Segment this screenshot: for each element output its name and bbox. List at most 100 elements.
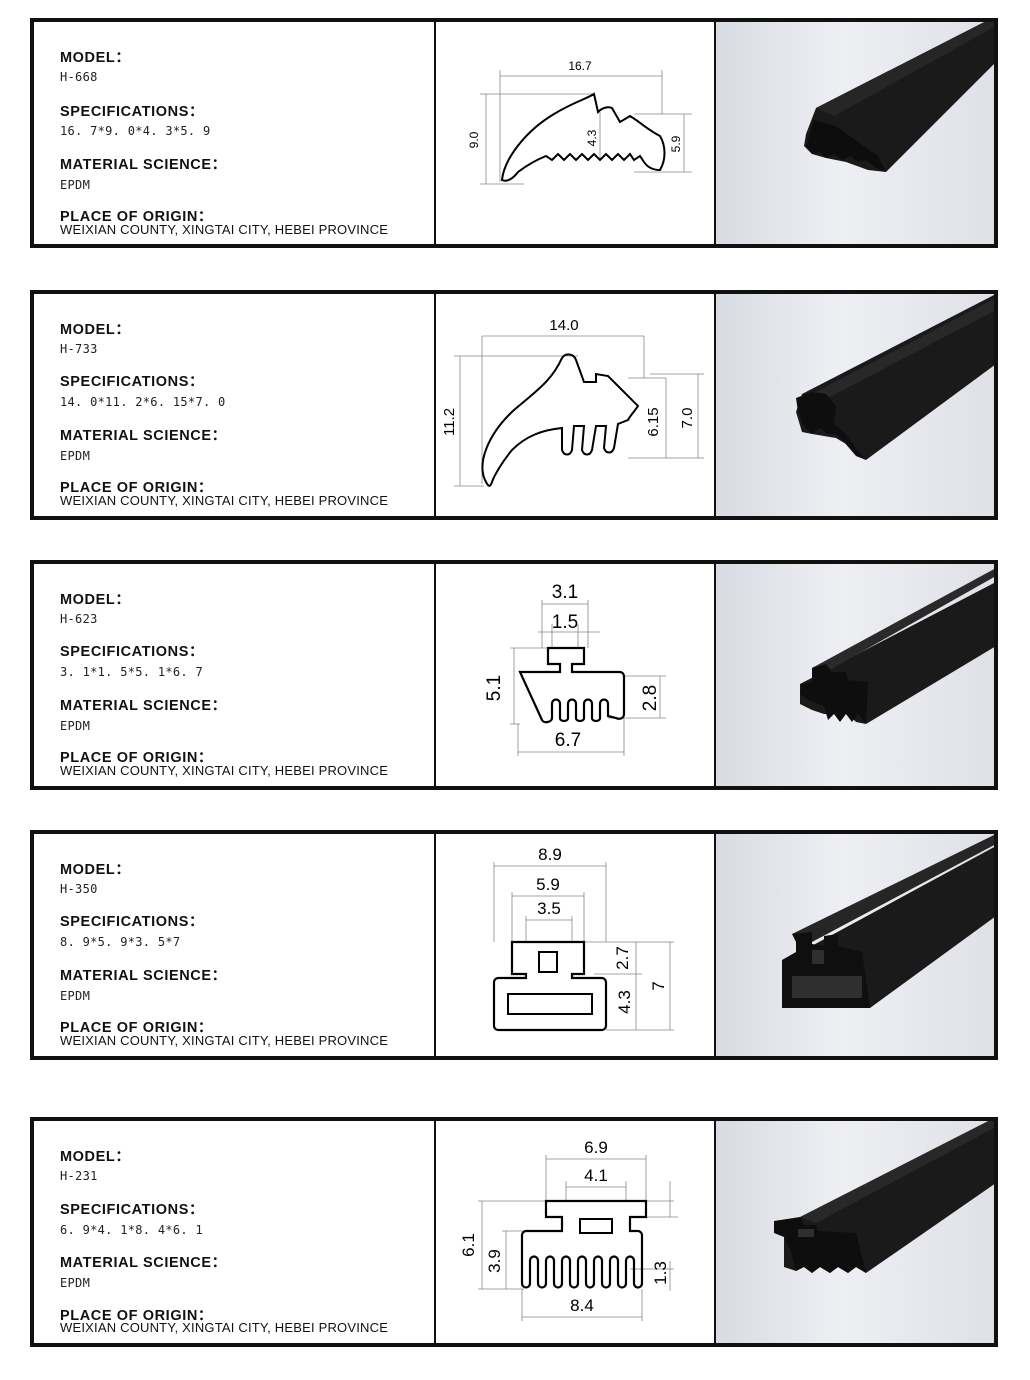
product-card: MODEL： H-350 SPECIFICATIONS： 8. 9*5. 9*3… [30,830,998,1060]
material-label: MATERIAL SCIENCE： [60,698,227,714]
profile-drawing-svg: 6.9 4.1 6.1 3.9 1.3 8.4 [459,1138,678,1321]
origin-label: PLACE OF ORIGIN： [60,209,213,225]
specifications-value: 6. 9*4. 1*8. 4*6. 1 [60,1223,203,1237]
origin-value: WEIXIAN COUNTY, XINGTAI CITY, HEBEI PROV… [60,763,389,778]
profile-drawing: 8.9 5.9 3.5 2.7 4.3 7 [434,834,716,1056]
product-photo-svg [782,834,994,1008]
origin-label: PLACE OF ORIGIN： [60,480,213,496]
profile-drawing: 3.1 1.5 5.1 2.8 6.7 [434,564,716,786]
dim-label: 4.3 [615,990,634,1014]
product-photo [716,294,994,516]
dim-label: 3.9 [485,1249,504,1273]
dim-label: 16.7 [568,59,592,73]
profile-outline [492,940,608,1032]
model-label: MODEL： [60,1149,131,1165]
product-photo [716,22,994,244]
product-card: MODEL： H-733 SPECIFICATIONS： 14. 0*11. 2… [30,290,998,520]
dim-label: 2.8 [640,685,661,711]
profile-drawing-svg: 8.9 5.9 3.5 2.7 4.3 7 [492,845,674,1032]
product-info: MODEL： H-733 SPECIFICATIONS： 14. 0*11. 2… [34,294,436,516]
profile-outline [481,353,640,487]
product-photo-svg [774,1121,994,1273]
profile-drawing: 16.7 9.0 4.3 5.9 [434,22,716,244]
model-label: MODEL： [60,862,131,878]
profile-drawing-svg: 3.1 1.5 5.1 2.8 6.7 [484,582,666,756]
model-value: H-668 [60,70,98,84]
dim-label: 4.3 [585,129,599,146]
dim-label: 6.9 [584,1138,608,1157]
dim-label: 8.4 [570,1296,594,1315]
specifications-value: 14. 0*11. 2*6. 15*7. 0 [60,395,226,409]
product-card: MODEL： H-623 SPECIFICATIONS： 3. 1*1. 5*5… [30,560,998,790]
specifications-label: SPECIFICATIONS： [60,1202,205,1218]
dim-label: 4.1 [584,1166,608,1185]
profile-drawing: 6.9 4.1 6.1 3.9 1.3 8.4 [434,1121,716,1343]
material-label: MATERIAL SCIENCE： [60,968,227,984]
dim-label: 1.5 [552,612,578,633]
dim-label: 1.3 [651,1261,670,1285]
material-value: EPDM [60,719,91,733]
dim-label: 9.0 [467,131,481,148]
product-info: MODEL： H-668 SPECIFICATIONS： 16. 7*9. 0*… [34,22,436,244]
dim-label: 7 [649,981,668,990]
product-card: MODEL： H-668 SPECIFICATIONS： 16. 7*9. 0*… [30,18,998,248]
specifications-label: SPECIFICATIONS： [60,374,205,390]
product-photo [716,564,994,786]
dim-label: 5.9 [536,875,560,894]
model-value: H-733 [60,342,98,356]
dim-label: 7.0 [679,408,696,429]
specifications-label: SPECIFICATIONS： [60,914,205,930]
profile-hole [579,1218,613,1234]
origin-value: WEIXIAN COUNTY, XINGTAI CITY, HEBEI PROV… [60,222,389,237]
origin-label: PLACE OF ORIGIN： [60,1308,213,1324]
product-photo [716,834,994,1056]
origin-value: WEIXIAN COUNTY, XINGTAI CITY, HEBEI PROV… [60,493,389,508]
profile-drawing: 14.0 11.2 6.15 7.0 [434,294,716,516]
origin-label: PLACE OF ORIGIN： [60,1020,213,1036]
material-value: EPDM [60,989,91,1003]
model-value: H-350 [60,882,98,896]
product-photo [716,1121,994,1343]
specifications-label: SPECIFICATIONS： [60,104,205,120]
profile-drawing-svg: 16.7 9.0 4.3 5.9 [467,59,692,185]
dim-label: 8.9 [538,845,562,864]
specifications-label: SPECIFICATIONS： [60,644,205,660]
dim-label: 6.15 [645,407,662,436]
profile-outline [520,1199,648,1289]
model-label: MODEL： [60,50,131,66]
origin-value: WEIXIAN COUNTY, XINGTAI CITY, HEBEI PROV… [60,1033,389,1048]
specifications-value: 16. 7*9. 0*4. 3*5. 9 [60,124,211,138]
profile-hole [538,951,558,973]
profile-drawing-svg: 14.0 11.2 6.15 7.0 [441,317,704,487]
origin-label: PLACE OF ORIGIN： [60,750,213,766]
profile-outline [500,92,666,182]
dim-label: 14.0 [549,317,578,334]
product-info: MODEL： H-350 SPECIFICATIONS： 8. 9*5. 9*3… [34,834,436,1056]
model-label: MODEL： [60,322,131,338]
product-photo-svg [800,569,994,724]
product-info: MODEL： H-623 SPECIFICATIONS： 3. 1*1. 5*5… [34,564,436,786]
product-card: MODEL： H-231 SPECIFICATIONS： 6. 9*4. 1*8… [30,1117,998,1347]
dim-label: 11.2 [441,408,458,436]
profile-outline [518,646,626,724]
dim-label: 5.1 [484,675,505,701]
material-label: MATERIAL SCIENCE： [60,1255,227,1271]
profile-hole [507,993,593,1015]
model-value: H-231 [60,1169,98,1183]
product-photo-svg [796,295,994,460]
dim-label: 6.7 [555,730,581,751]
specifications-value: 3. 1*1. 5*5. 1*6. 7 [60,665,203,679]
dim-label: 2.7 [613,946,632,970]
dim-label: 5.9 [669,135,683,152]
dim-label: 6.1 [459,1233,478,1257]
model-value: H-623 [60,612,98,626]
material-value: EPDM [60,1276,91,1290]
material-value: EPDM [60,449,91,463]
specifications-value: 8. 9*5. 9*3. 5*7 [60,935,181,949]
material-label: MATERIAL SCIENCE： [60,157,227,173]
product-info: MODEL： H-231 SPECIFICATIONS： 6. 9*4. 1*8… [34,1121,436,1343]
material-value: EPDM [60,178,91,192]
material-label: MATERIAL SCIENCE： [60,428,227,444]
origin-value: WEIXIAN COUNTY, XINGTAI CITY, HEBEI PROV… [60,1320,389,1335]
product-photo-svg [804,22,994,172]
